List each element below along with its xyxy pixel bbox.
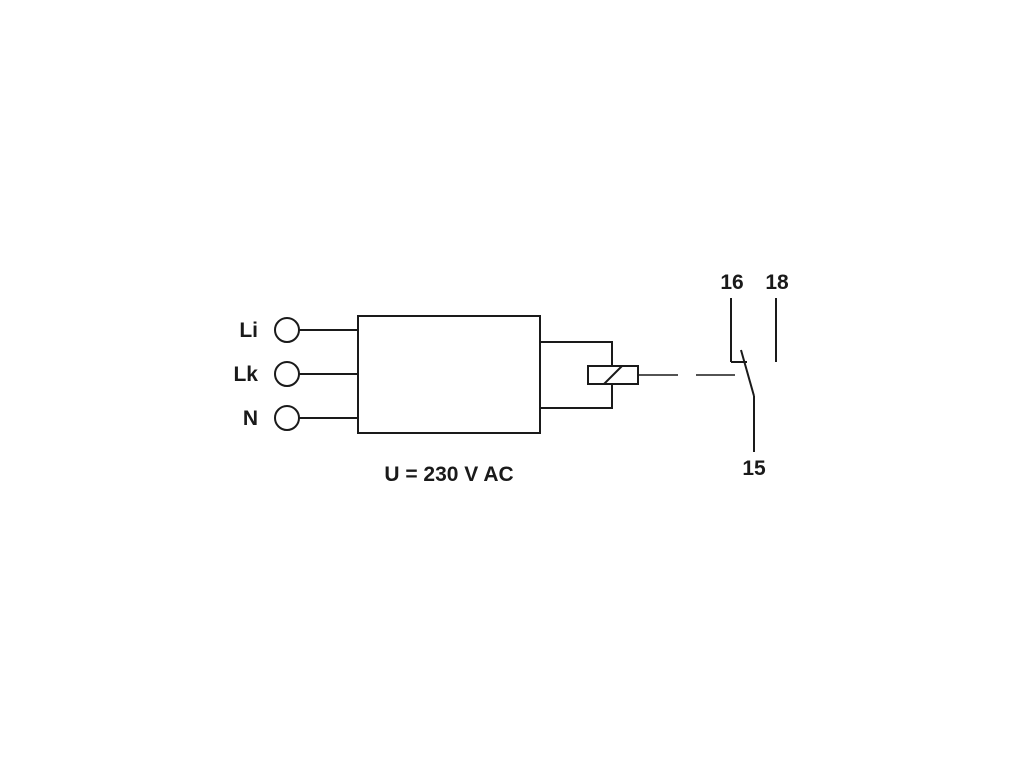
terminal-label-n: N <box>243 407 258 430</box>
module-box <box>357 315 541 434</box>
coil-wire-top <box>540 341 613 366</box>
contact-blade <box>740 349 755 397</box>
coil-wire-bottom <box>540 384 613 409</box>
contact-label-16: 16 <box>720 271 743 294</box>
terminal-label-li: Li <box>239 319 258 342</box>
terminal-circle-n <box>274 405 300 431</box>
terminal-label-lk: Lk <box>233 363 258 386</box>
contact-label-18: 18 <box>765 271 789 294</box>
supply-voltage-label: U = 230 V AC <box>384 463 513 486</box>
terminal-circle-li <box>274 317 300 343</box>
contact-label-15: 15 <box>742 457 766 480</box>
terminal-circle-lk <box>274 361 300 387</box>
relay-coil-slash <box>603 365 623 385</box>
